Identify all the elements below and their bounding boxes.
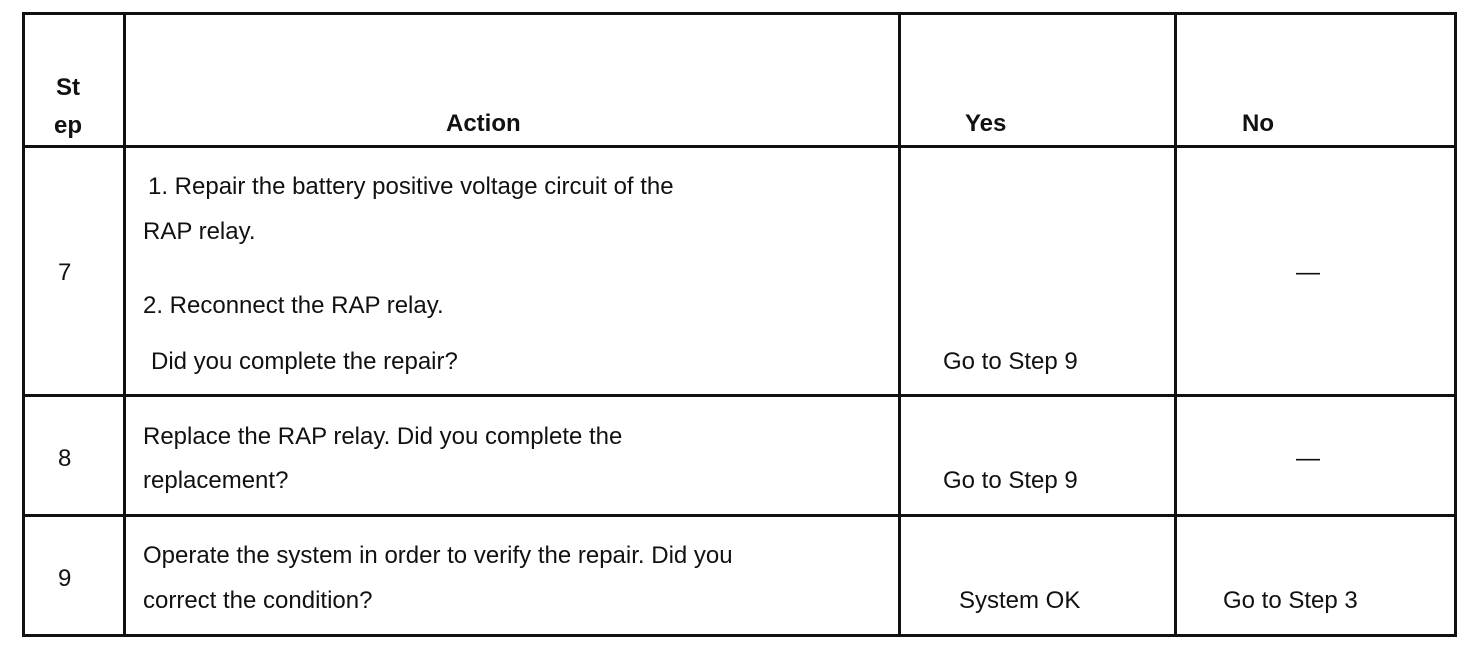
column-divider-yes-no <box>1174 15 1177 634</box>
action-text-line: Operate the system in order to verify th… <box>143 542 733 569</box>
action-text-line: 2. Reconnect the RAP relay. <box>143 292 444 319</box>
column-divider-action-yes <box>898 15 901 634</box>
header-action: Action <box>446 110 521 137</box>
action-text-line: RAP relay. <box>143 218 256 245</box>
yes-result: Go to Step 9 <box>943 348 1078 375</box>
row-divider-header <box>25 145 1454 148</box>
yes-result: System OK <box>959 587 1081 614</box>
action-text-line: correct the condition? <box>143 587 373 614</box>
column-divider-step-action <box>123 15 126 634</box>
no-result: — <box>1296 259 1320 286</box>
action-text-line: Replace the RAP relay. Did you complete … <box>143 423 623 450</box>
no-result: Go to Step 3 <box>1223 587 1358 614</box>
action-text-line: 1. Repair the battery positive voltage c… <box>148 173 674 200</box>
row-divider-step-7 <box>25 394 1454 397</box>
action-text-line: replacement? <box>143 467 289 494</box>
header-step-line1: St <box>56 74 80 101</box>
step-number: 7 <box>58 259 72 286</box>
no-result: — <box>1296 445 1320 472</box>
row-divider-step-8 <box>25 514 1454 517</box>
step-number: 9 <box>58 565 72 592</box>
header-no: No <box>1242 110 1274 137</box>
yes-result: Go to Step 9 <box>943 467 1078 494</box>
action-question: Did you complete the repair? <box>151 348 458 375</box>
step-number: 8 <box>58 445 72 472</box>
header-step-line2: ep <box>54 112 83 139</box>
header-yes: Yes <box>965 110 1007 137</box>
diagnostic-table: St ep Action Yes No 7 1. Repair the batt… <box>22 12 1457 637</box>
